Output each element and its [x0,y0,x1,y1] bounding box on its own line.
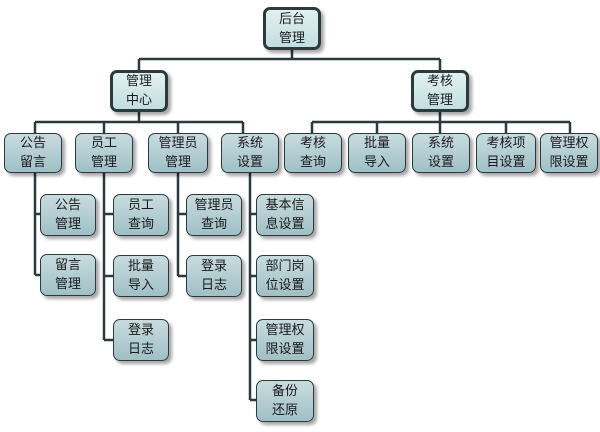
node-label-line1: 批量 [127,259,154,274]
system-permission-settings-node: 管理权 限设置 [256,319,314,361]
node-label-line1: 登录 [127,323,154,338]
department-position-settings-node: 部门岗 位设置 [256,255,314,297]
node-label-line1: 登录 [200,259,227,274]
node-label-line2: 管理 [426,93,453,108]
node-label-line1: 考核 [426,74,453,89]
node-label-line1: 基本信 [265,198,305,213]
node-label-line2: 息设置 [265,217,305,232]
batch-import-node: 批量 导入 [348,133,406,173]
backup-restore-node: 备份 还原 [256,380,314,422]
node-label-line1: 批量 [363,136,390,151]
admin-user-query-node: 管理员 查询 [186,194,242,236]
node-label-line1: 备份 [271,384,298,399]
node-label-line1: 公告 [54,198,81,213]
node-label-line2: 限设置 [265,342,305,357]
node-label-line2: 导入 [127,278,154,293]
node-label-line1: 后台 [278,11,305,27]
node-label-line1: 管理 [125,74,152,89]
node-label-line2: 管理 [54,217,81,232]
node-label-line1: 管理权 [265,323,305,338]
node-label-line1: 管理员 [194,198,234,213]
node-label-line1: 员工 [127,198,154,213]
node-label-line1: 部门岗 [265,259,305,274]
node-label-line2: 中心 [125,93,152,108]
message-management-node: 留言 管理 [40,254,96,296]
exam-item-settings-node: 考核项 目设置 [476,133,536,173]
node-label-line2: 管理 [278,30,305,46]
basic-info-settings-node: 基本信 息设置 [256,194,314,236]
permission-settings-node: 管理权 限设置 [540,133,598,173]
notice-message-node: 公告 留言 [4,133,62,173]
admin-center-node: 管理 中心 [110,70,168,112]
node-label-line2: 目设置 [486,155,526,170]
node-label-line2: 设置 [427,155,454,170]
node-label-line2: 日志 [127,342,154,357]
node-label-line2: 限设置 [549,155,589,170]
node-label-line2: 导入 [363,155,390,170]
node-label-line1: 管理权 [549,136,589,151]
staff-management-node: 员工 管理 [75,133,133,173]
admin-user-management-node: 管理员 管理 [148,133,208,173]
node-label-line2: 日志 [200,278,227,293]
node-label-line1: 系统 [427,136,454,151]
node-label-line2: 管理 [54,277,81,292]
staff-query-node: 员工 查询 [113,194,169,236]
admin-login-log-node: 登录 日志 [186,255,242,297]
node-label-line1: 公告 [19,136,46,151]
node-label-line2: 查询 [127,217,154,232]
notice-management-node: 公告 管理 [40,194,96,236]
node-label-line2: 管理 [164,155,191,170]
node-label-line2: 查询 [299,155,326,170]
staff-login-log-node: 登录 日志 [113,319,169,361]
root-node: 后台 管理 [263,7,321,50]
node-label-line2: 设置 [236,155,263,170]
node-label-line2: 查询 [200,217,227,232]
exam-query-node: 考核 查询 [284,133,342,173]
node-label-line2: 留言 [19,155,46,170]
staff-batch-import-node: 批量 导入 [113,255,169,297]
node-label-line2: 管理 [90,155,117,170]
node-label-line2: 还原 [271,403,298,418]
node-label-line1: 留言 [54,258,81,273]
exam-system-settings-node: 系统 设置 [412,133,470,173]
node-label-line2: 位设置 [265,278,305,293]
node-label-line1: 考核 [299,136,326,151]
node-label-line1: 管理员 [158,136,198,151]
node-label-line1: 系统 [236,136,263,151]
node-label-line1: 员工 [90,136,117,151]
system-settings-node: 系统 设置 [221,133,279,173]
node-label-line1: 考核项 [486,136,526,151]
exam-management-node: 考核 管理 [411,70,469,112]
